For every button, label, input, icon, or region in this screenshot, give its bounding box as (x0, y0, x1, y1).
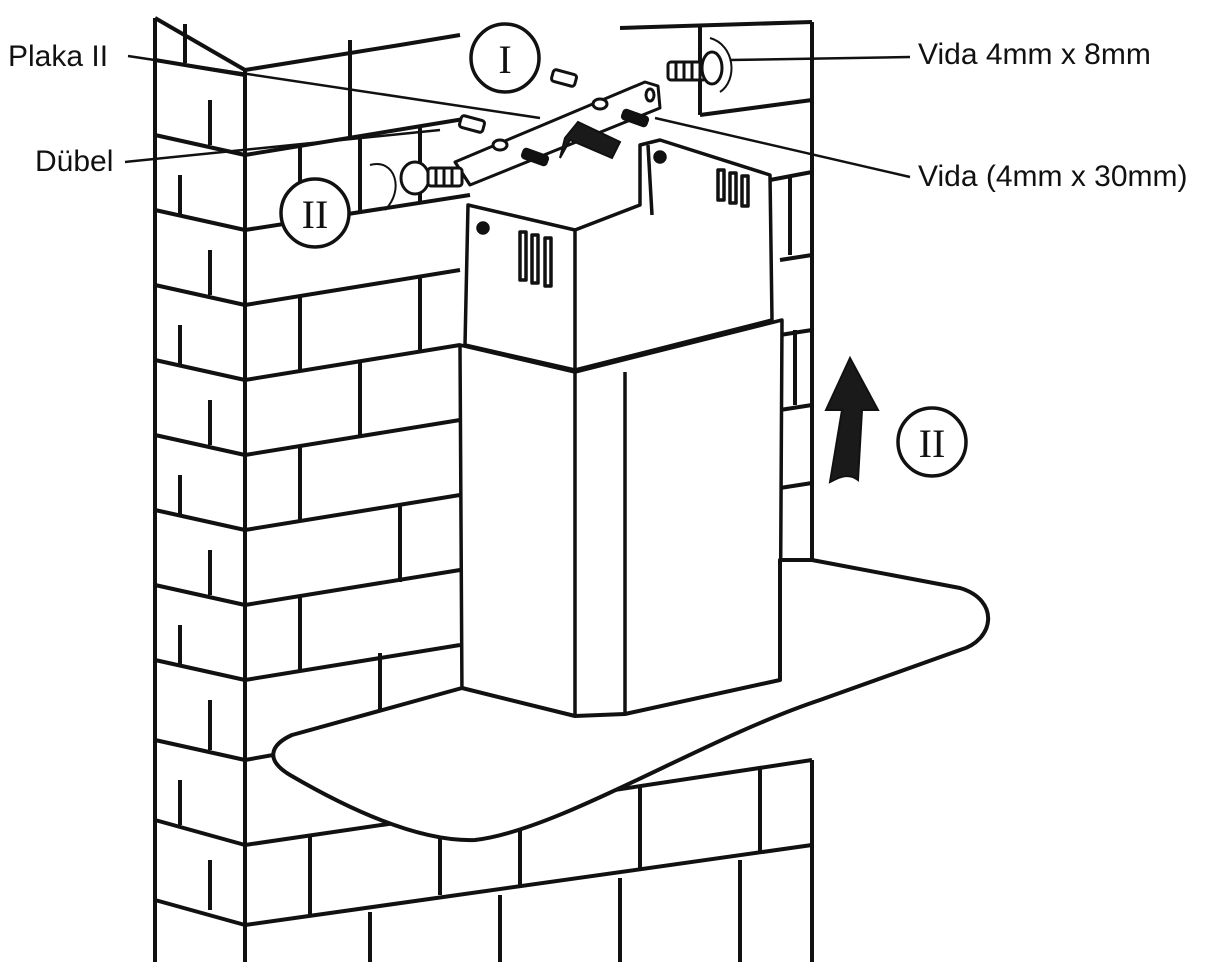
label-vida-long: Vida (4mm x 30mm) (918, 160, 1188, 193)
step-marker-right: II (896, 406, 968, 478)
label-vida-short: Vida 4mm x 8mm (918, 38, 1151, 71)
lift-arrow (824, 355, 880, 484)
step-marker-left: II (279, 177, 351, 249)
leader-lines (124, 54, 911, 179)
label-plaka: Plaka II (8, 40, 109, 73)
rotation-arrows (369, 37, 733, 211)
insert-arrow (559, 120, 622, 160)
dowels (458, 68, 578, 134)
screw-small-center (520, 108, 650, 167)
svg-text:II: II (302, 192, 329, 237)
screw-left-large (399, 160, 464, 196)
screw-right-top (666, 50, 724, 86)
hood-canopy (271, 558, 991, 843)
svg-text:II: II (919, 421, 946, 466)
label-dubel: Dübel (35, 145, 114, 178)
step-marker-top: I (469, 22, 541, 94)
outer-chimney (458, 318, 784, 730)
mounting-plate (453, 80, 662, 187)
svg-text:I: I (498, 37, 511, 82)
